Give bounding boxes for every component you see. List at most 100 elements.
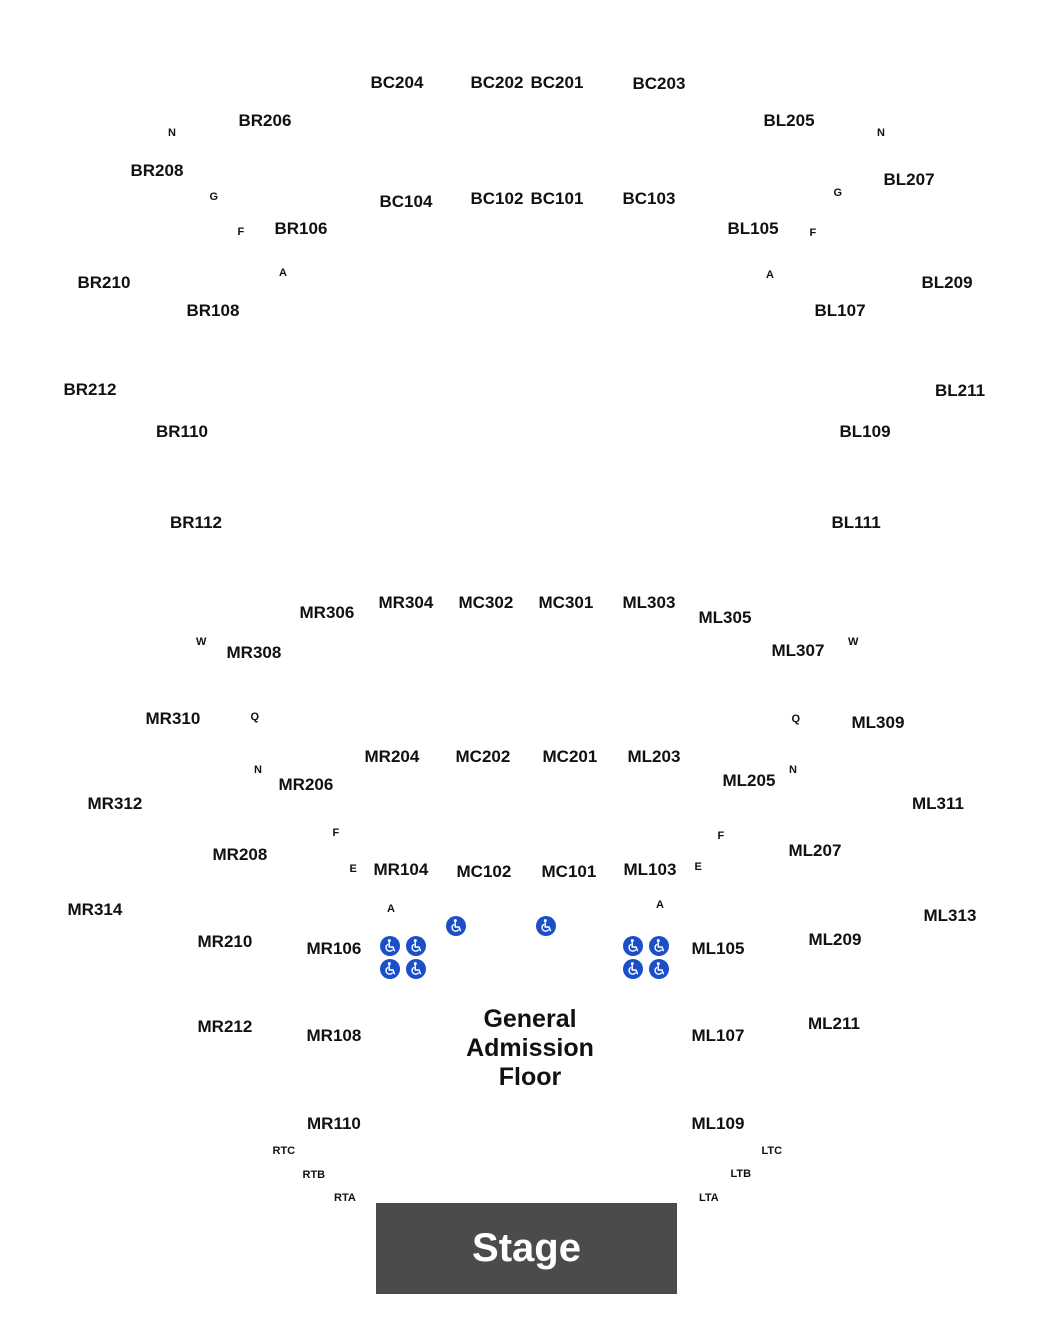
- row-marker-lta: LTA: [699, 1191, 719, 1204]
- section-bc203[interactable]: BC203: [632, 73, 686, 93]
- section-ml207[interactable]: ML207: [788, 840, 842, 860]
- wheelchair-icon[interactable]: [406, 959, 426, 979]
- section-ml105[interactable]: ML105: [691, 938, 745, 958]
- section-ml205[interactable]: ML205: [722, 770, 776, 790]
- section-br110[interactable]: BR110: [156, 421, 208, 441]
- row-marker-e: E: [694, 860, 702, 873]
- row-marker-f: F: [717, 829, 725, 842]
- section-bc101[interactable]: BC101: [530, 188, 584, 208]
- row-marker-n: N: [168, 126, 176, 139]
- row-marker-q: Q: [791, 712, 801, 725]
- section-ml309[interactable]: ML309: [851, 712, 905, 732]
- section-mr204[interactable]: MR204: [364, 746, 420, 766]
- section-mr210[interactable]: MR210: [197, 931, 253, 951]
- row-marker-a: A: [387, 902, 395, 915]
- row-marker-rtc: RTC: [272, 1144, 296, 1157]
- section-bc104[interactable]: BC104: [379, 191, 433, 211]
- row-marker-f: F: [332, 826, 340, 839]
- section-br208[interactable]: BR208: [130, 160, 184, 180]
- section-br210[interactable]: BR210: [77, 272, 131, 292]
- section-bc103[interactable]: BC103: [622, 188, 676, 208]
- row-marker-w: W: [848, 635, 859, 648]
- row-marker-ltb: LTB: [730, 1167, 752, 1180]
- row-marker-n: N: [877, 126, 885, 139]
- section-bl209[interactable]: BL209: [921, 272, 973, 292]
- section-mr208[interactable]: MR208: [212, 844, 268, 864]
- section-bl211[interactable]: BL211: [935, 380, 986, 400]
- section-mr106[interactable]: MR106: [306, 938, 362, 958]
- section-mr314[interactable]: MR314: [67, 899, 123, 919]
- section-br206[interactable]: BR206: [238, 110, 292, 130]
- section-bl109[interactable]: BL109: [839, 421, 891, 441]
- section-bl205[interactable]: BL205: [763, 110, 815, 130]
- section-bc102[interactable]: BC102: [470, 188, 524, 208]
- row-marker-rta: RTA: [334, 1191, 356, 1204]
- row-marker-w: W: [196, 635, 207, 648]
- section-br112[interactable]: BR112: [170, 512, 222, 532]
- section-mc201[interactable]: MC201: [542, 746, 598, 766]
- row-marker-a: A: [766, 268, 774, 281]
- wheelchair-icon[interactable]: [446, 916, 466, 936]
- section-br106[interactable]: BR106: [274, 218, 328, 238]
- row-marker-e: E: [349, 862, 357, 875]
- stage: Stage: [376, 1203, 677, 1294]
- section-br108[interactable]: BR108: [186, 300, 240, 320]
- row-marker-n: N: [789, 763, 797, 776]
- row-marker-f: F: [809, 226, 817, 239]
- section-mc202[interactable]: MC202: [455, 746, 511, 766]
- section-bl105[interactable]: BL105: [727, 218, 779, 238]
- wheelchair-icon[interactable]: [649, 936, 669, 956]
- section-ml209[interactable]: ML209: [808, 929, 862, 949]
- section-bl111[interactable]: BL111: [831, 512, 881, 532]
- wheelchair-icon[interactable]: [380, 936, 400, 956]
- row-marker-n: N: [254, 763, 262, 776]
- section-mr308[interactable]: MR308: [226, 642, 282, 662]
- section-bc204[interactable]: BC204: [370, 72, 424, 92]
- wheelchair-icon[interactable]: [406, 936, 426, 956]
- section-ml313[interactable]: ML313: [923, 905, 977, 925]
- section-mr304[interactable]: MR304: [378, 592, 434, 612]
- row-marker-ltc: LTC: [761, 1144, 783, 1157]
- section-ml203[interactable]: ML203: [627, 746, 681, 766]
- row-marker-q: Q: [250, 710, 260, 723]
- section-mr206[interactable]: MR206: [278, 774, 334, 794]
- section-mr110[interactable]: MR110: [307, 1113, 361, 1133]
- section-br212[interactable]: BR212: [63, 379, 117, 399]
- section-mr310[interactable]: MR310: [145, 708, 201, 728]
- section-ml305[interactable]: ML305: [698, 607, 752, 627]
- section-ml307[interactable]: ML307: [771, 640, 825, 660]
- section-ml109[interactable]: ML109: [691, 1113, 745, 1133]
- section-mc302[interactable]: MC302: [458, 592, 514, 612]
- row-marker-g: G: [833, 186, 843, 199]
- section-bl207[interactable]: BL207: [883, 169, 935, 189]
- wheelchair-icon[interactable]: [623, 959, 643, 979]
- wheelchair-icon[interactable]: [536, 916, 556, 936]
- row-marker-f: F: [237, 225, 245, 238]
- section-mr104[interactable]: MR104: [373, 859, 429, 879]
- wheelchair-icon[interactable]: [623, 936, 643, 956]
- general-admission-floor-label[interactable]: General Admission Floor: [466, 1005, 594, 1091]
- section-bl107[interactable]: BL107: [814, 300, 866, 320]
- row-marker-a: A: [656, 898, 664, 911]
- wheelchair-icon[interactable]: [380, 959, 400, 979]
- section-ml211[interactable]: ML211: [808, 1013, 860, 1033]
- row-marker-a: A: [279, 266, 287, 279]
- section-mr306[interactable]: MR306: [299, 602, 355, 622]
- section-mc102[interactable]: MC102: [456, 861, 512, 881]
- section-mr108[interactable]: MR108: [306, 1025, 362, 1045]
- stage-label: Stage: [472, 1226, 581, 1270]
- section-bc201[interactable]: BC201: [530, 72, 584, 92]
- section-mr212[interactable]: MR212: [197, 1016, 253, 1036]
- section-bc202[interactable]: BC202: [470, 72, 524, 92]
- section-mc101[interactable]: MC101: [541, 861, 597, 881]
- section-mc301[interactable]: MC301: [538, 592, 594, 612]
- row-marker-rtb: RTB: [302, 1168, 326, 1181]
- section-ml107[interactable]: ML107: [691, 1025, 745, 1045]
- section-mr312[interactable]: MR312: [87, 793, 143, 813]
- section-ml303[interactable]: ML303: [622, 592, 676, 612]
- wheelchair-icon[interactable]: [649, 959, 669, 979]
- section-ml311[interactable]: ML311: [912, 793, 964, 813]
- section-ml103[interactable]: ML103: [623, 859, 677, 879]
- row-marker-g: G: [209, 190, 219, 203]
